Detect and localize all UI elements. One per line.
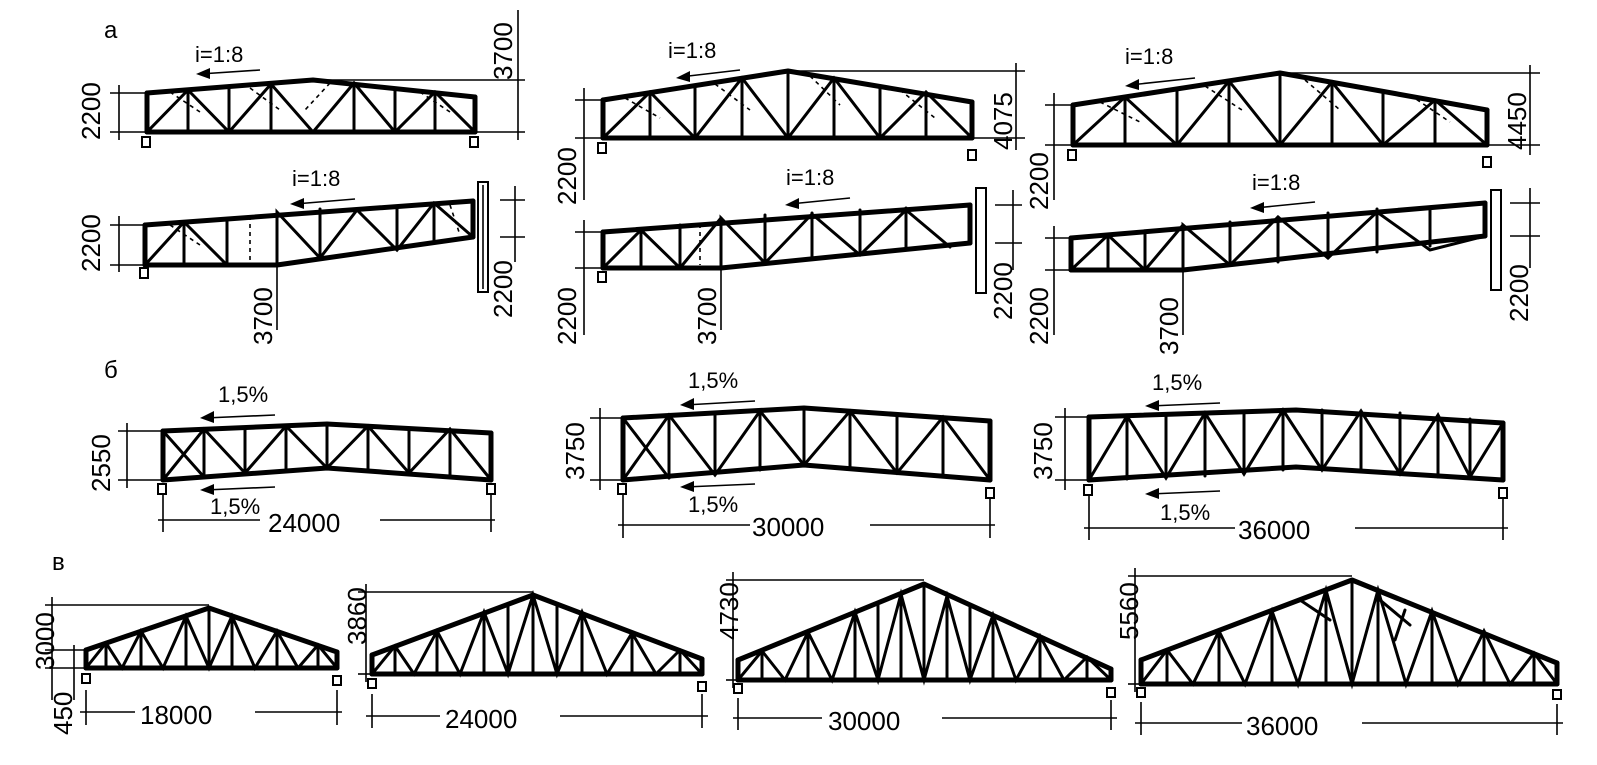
dim-a3-ridge: 4075: [988, 92, 1018, 150]
dim-a2-3700: 3700: [248, 287, 278, 345]
dim-a5-ridge: 4450: [1502, 92, 1532, 150]
dim-v1-support: 450: [48, 692, 78, 735]
slope-b3-top: 1,5%: [1152, 370, 1202, 395]
truss-b3: [1083, 407, 1508, 499]
dim-v1-height: 3000: [30, 612, 60, 670]
slope-a3: i=1:8: [668, 38, 716, 63]
slope-a2: i=1:8: [292, 166, 340, 191]
dim-a3-height: 2200: [552, 147, 582, 205]
dim-a4-height: 2200: [552, 287, 582, 345]
dim-a6-end: 2200: [1504, 264, 1534, 322]
truss-v4: [1136, 577, 1562, 700]
dim-b1-height: 2550: [86, 434, 116, 492]
dim-a2-height: 2200: [76, 214, 106, 272]
dim-a1-height: 2200: [76, 82, 106, 140]
truss-a2: [139, 181, 489, 293]
truss-v2: [367, 589, 707, 692]
span-v2: 24000: [445, 704, 517, 734]
span-v4: 36000: [1246, 711, 1318, 741]
slope-b1-top: 1,5%: [218, 382, 268, 407]
truss-a3: [597, 68, 977, 161]
truss-a4: [597, 187, 987, 294]
slope-a5: i=1:8: [1125, 44, 1173, 69]
slope-b3-bottom: 1,5%: [1160, 500, 1210, 525]
truss-b2: [617, 405, 995, 499]
slope-a4: i=1:8: [786, 165, 834, 190]
dim-b2-height: 3750: [560, 422, 590, 480]
dim-a1-ridge: 3700: [488, 22, 518, 80]
dims-b3: 3750 36000 1,5% 1,5%: [1028, 370, 1508, 545]
span-v3: 30000: [828, 706, 900, 736]
dims-v3: 4730 30000: [714, 572, 1117, 736]
dims-v1: 3000 450 18000: [30, 597, 342, 735]
dim-a6-3700: 3700: [1154, 297, 1184, 355]
span-b1: 24000: [268, 508, 340, 538]
truss-v1: [81, 605, 342, 686]
dim-v4-height: 5560: [1114, 582, 1144, 640]
dim-v2-height: 3860: [342, 587, 372, 645]
dims-b1: 2550 24000 1,5% 1,5%: [86, 382, 495, 538]
slope-b2-bottom: 1,5%: [688, 492, 738, 517]
truss-v3: [733, 581, 1116, 698]
slope-b2-top: 1,5%: [688, 368, 738, 393]
dim-v3-height: 4730: [714, 582, 744, 640]
dims-v2: 3860 24000: [342, 584, 708, 734]
slope-b1-bottom: 1,5%: [210, 494, 260, 519]
dims-a5: 2200 4450 i=1:8: [1024, 44, 1540, 210]
dim-a4-3700: 3700: [692, 287, 722, 345]
dims-a4: 2200 3700 2200 i=1:8: [552, 165, 1022, 345]
slope-a6: i=1:8: [1252, 170, 1300, 195]
dims-b2: 3750 30000 1,5% 1,5%: [560, 368, 995, 542]
dims-a2: 2200 3700 2200 i=1:8: [76, 166, 525, 345]
dim-b3-height: 3750: [1028, 422, 1058, 480]
slope-a1: i=1:8: [195, 42, 243, 67]
section-label-a: а: [104, 17, 118, 44]
dim-a4-end: 2200: [988, 262, 1018, 320]
dims-a3: 2200 4075 i=1:8: [552, 38, 1025, 205]
dim-a2-end: 2200: [488, 260, 518, 318]
span-b3: 36000: [1238, 515, 1310, 545]
truss-a1: [141, 77, 479, 148]
dims-a6: 2200 3700 2200 i=1:8: [1024, 170, 1540, 355]
dim-a6-height: 2200: [1024, 287, 1054, 345]
dims-v4: 5560 36000: [1114, 568, 1563, 741]
span-b2: 30000: [752, 512, 824, 542]
dim-a5-height: 2200: [1024, 152, 1054, 210]
section-label-v: в: [52, 549, 65, 576]
dims-a1: 2200 3700 i=1:8: [76, 10, 525, 140]
section-label-b: б: [104, 357, 118, 384]
truss-b1: [157, 421, 496, 495]
span-v1: 18000: [140, 700, 212, 730]
